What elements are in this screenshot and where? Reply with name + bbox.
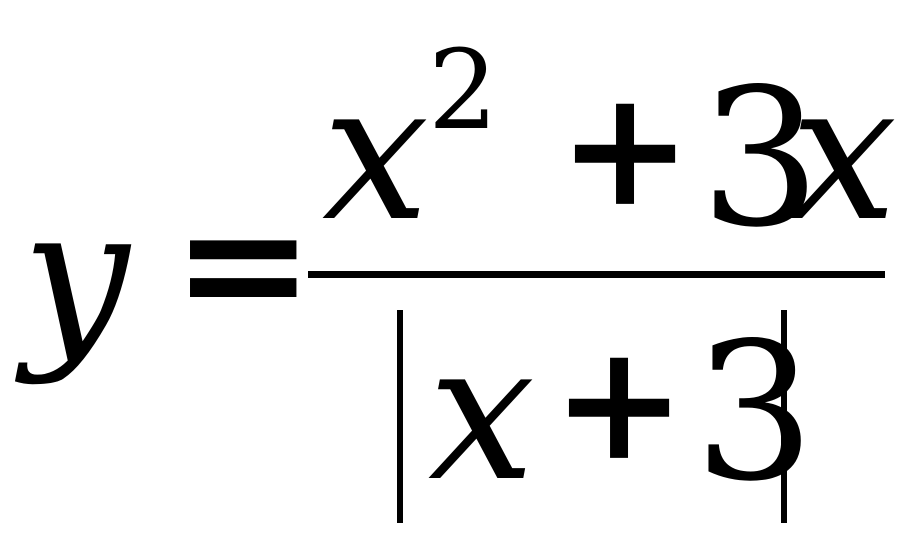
numerator-x-second: x: [790, 42, 898, 263]
equals-sign: =: [172, 163, 315, 363]
fraction-bar: [308, 271, 885, 278]
abs-bar-left: [397, 310, 403, 523]
abs-bar-right: [781, 310, 787, 523]
numerator-plus: +: [558, 54, 693, 242]
denominator-x: x: [428, 302, 536, 523]
numerator-coefficient: 3: [700, 48, 821, 269]
lhs-variable-y: y: [22, 166, 130, 387]
numerator-exponent: 2: [428, 26, 498, 154]
numerator-x: x: [322, 42, 430, 263]
denominator-plus: +: [552, 308, 687, 496]
denominator-constant: 3: [694, 302, 815, 523]
